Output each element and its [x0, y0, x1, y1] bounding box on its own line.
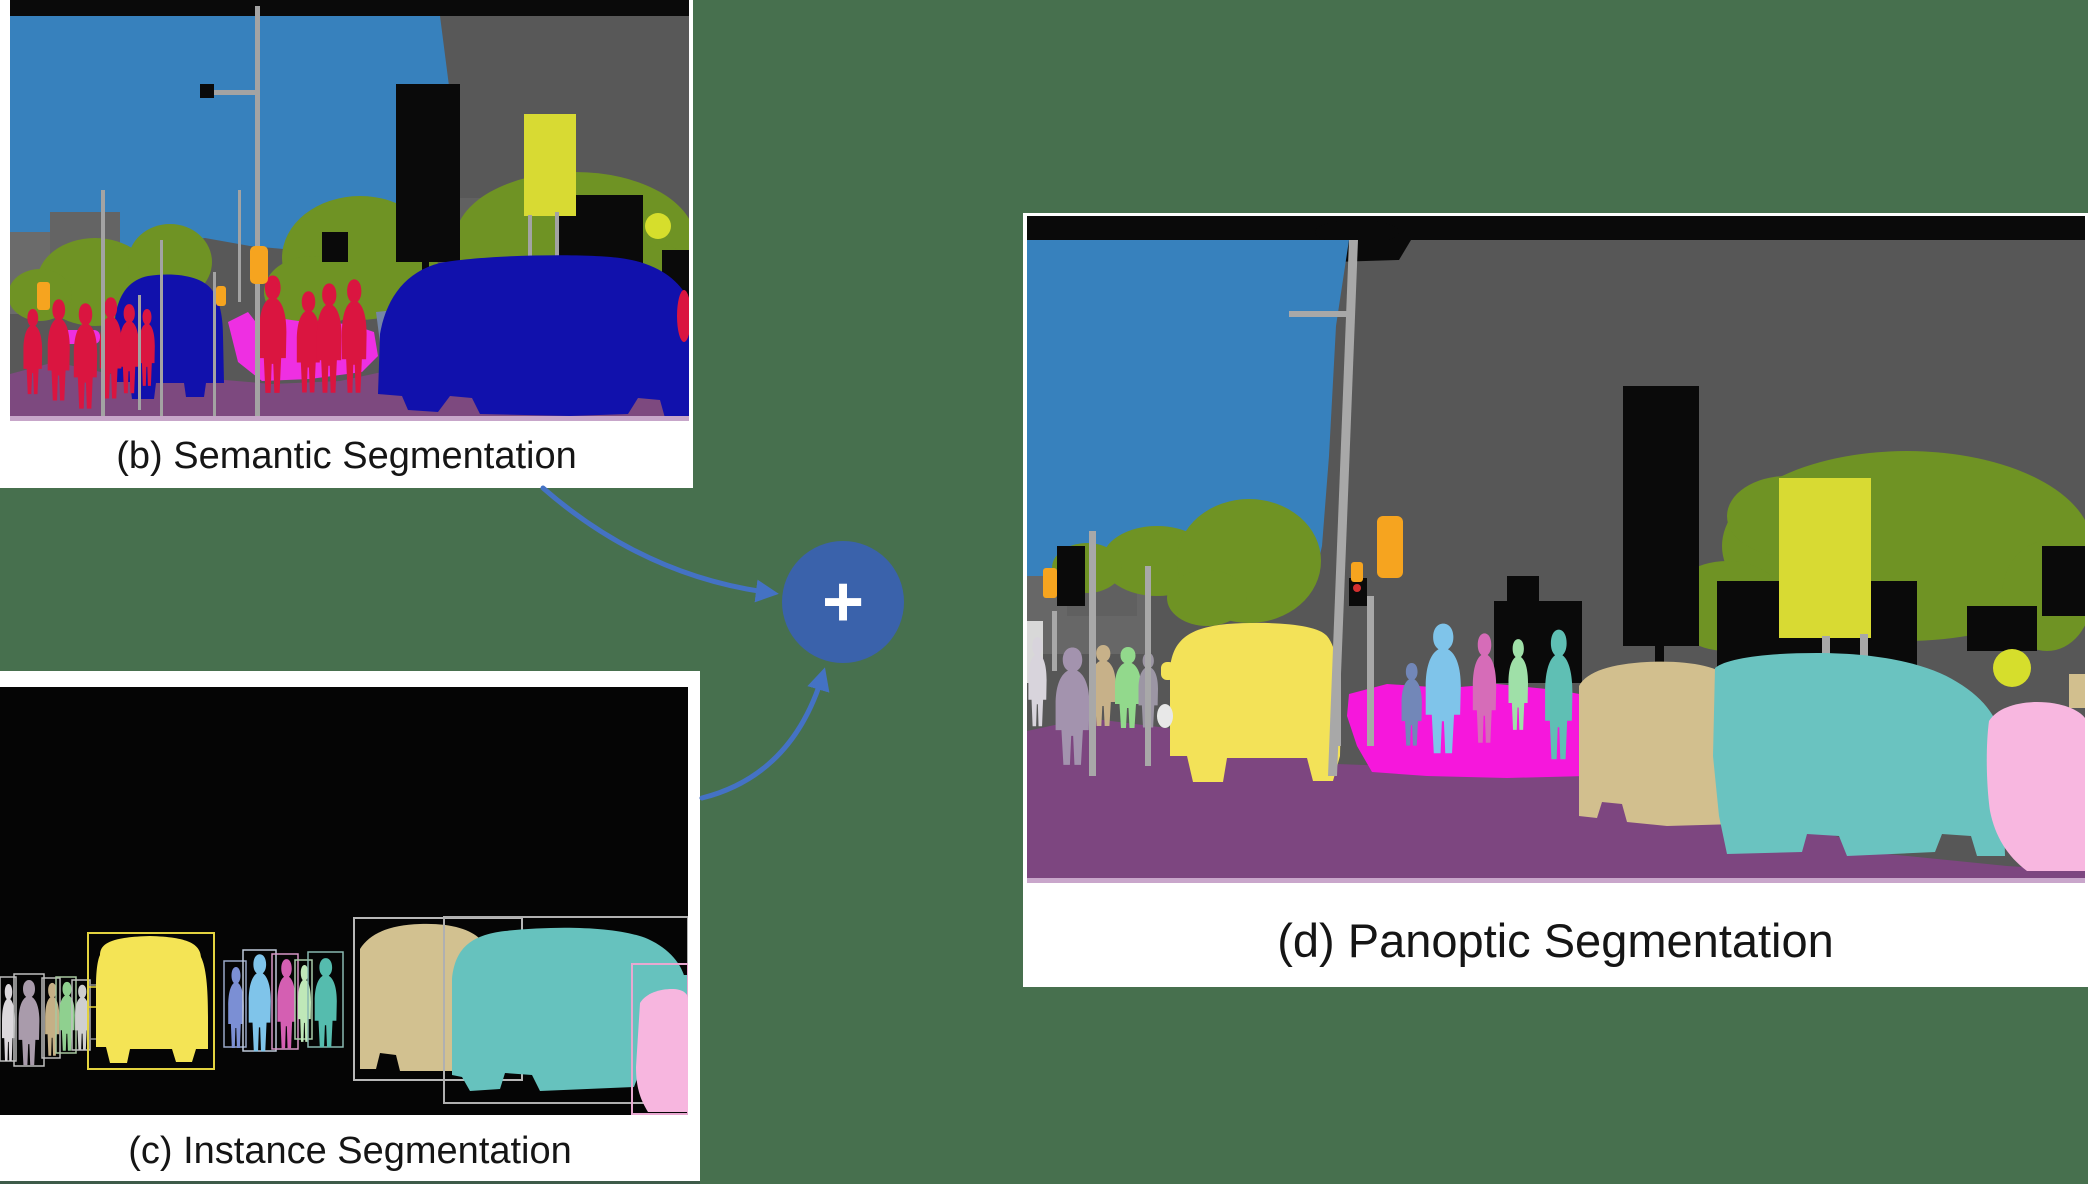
billboard [396, 84, 460, 314]
caption-semantic-segmentation: (b) Semantic Segmentation [116, 435, 577, 477]
car-instance-pink [631, 963, 688, 1115]
people-group [23, 275, 689, 409]
arrow-semantic-to-plus [540, 485, 779, 603]
car-instance-pink [1986, 702, 2085, 871]
caption-panoptic-segmentation: (d) Panoptic Segmentation [1277, 914, 1834, 967]
car-instance-teal [443, 916, 688, 1104]
semantic-segmentation-panel: (b) Semantic Segmentation [0, 0, 693, 488]
panoptic-segmentation-panel: (d) Panoptic Segmentation [1023, 213, 2088, 987]
traffic-sign [524, 114, 671, 239]
semantic-segmentation-image [10, 0, 689, 421]
road-region [1027, 718, 2085, 883]
billboard [1623, 386, 1699, 738]
car-instance-teal [1713, 653, 2005, 856]
dark-patches [1494, 546, 2085, 683]
plus-operator: + [782, 541, 904, 663]
plus-icon: + [821, 562, 865, 642]
car-left [114, 274, 224, 399]
image-bottom-edge [1027, 878, 2085, 883]
panoptic-segmentation-scene [1027, 216, 2085, 883]
car-right [378, 255, 689, 418]
instance-segmentation-image [0, 687, 688, 1115]
panel-bottom-edge-line [0, 1181, 700, 1184]
panoptic-segmentation-image [1027, 216, 2085, 883]
instance-segmentation-panel: (c) Instance Segmentation [0, 671, 700, 1184]
traffic-sign [1779, 478, 2031, 687]
car-instance-yellow [1161, 622, 1341, 782]
image-bottom-edge [10, 416, 689, 421]
unlabeled-top-strip [1027, 216, 2085, 262]
near-poles [101, 6, 260, 418]
traffic-lights [1043, 516, 1403, 606]
caption-instance-segmentation: (c) Instance Segmentation [128, 1130, 572, 1172]
instance-segmentation-scene [0, 687, 688, 1115]
near-poles [1052, 240, 1374, 776]
semantic-segmentation-scene [10, 0, 689, 421]
traffic-lights [37, 246, 268, 310]
person-instances-center [223, 949, 344, 1052]
car-instance-yellow [87, 932, 215, 1070]
arrow-instance-to-plus [699, 667, 830, 801]
person-instances-left [1028, 637, 1173, 765]
